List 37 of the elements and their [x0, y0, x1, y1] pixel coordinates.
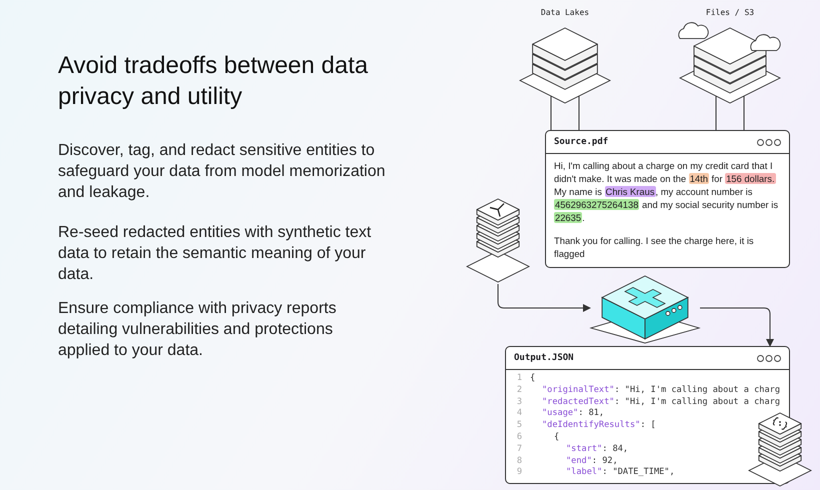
file-name: Source.pdf: [554, 137, 608, 147]
code-line: "usage": 81,: [541, 408, 604, 420]
line-number: 5: [516, 420, 522, 432]
code-line: {: [553, 432, 560, 444]
file-name: Output.JSON: [514, 353, 574, 363]
document-window: [545, 130, 790, 268]
redaction-engine-drawing: [589, 276, 701, 344]
braces-stack-icon: [748, 412, 812, 486]
connector-line: [550, 95, 552, 130]
description-text: Ensure compliance with privacy reports detailing vulnerabilities and protections applied to your data.: [58, 299, 338, 361]
line-number: 4: [516, 408, 522, 420]
stack-label: Files / S3: [704, 8, 756, 17]
code-line: "end": 92,: [565, 456, 618, 467]
branching-stack-icon: [466, 198, 530, 282]
line-number: 8: [516, 456, 522, 468]
transcript-text: Thank you for calling. I see the charge here, it is flagged: [554, 234, 755, 260]
code-line: {: [530, 373, 536, 385]
stack-label: Data Lakes: [540, 8, 590, 17]
code-window: [505, 346, 790, 484]
code-line: "label": "DATE_TIME",: [565, 467, 675, 480]
arrow: [700, 308, 774, 347]
heading: Avoid tradeoffs between data privacy and utility: [58, 51, 370, 112]
line-number: 2: [516, 384, 522, 397]
line-number: 3: [516, 396, 522, 408]
arrow: [498, 284, 591, 312]
code-line: "start": 84,: [565, 444, 628, 456]
code-line: "redactedText": "Hi, I'm calling about a charg: [541, 396, 780, 408]
connector-line: [578, 95, 580, 130]
description-text: Discover, tag, and redact sensitive entities to safeguard your data from model memorization and leakage.: [58, 141, 386, 203]
code-line: "deIdentifyResults": [: [541, 420, 656, 432]
code-line: "originalText": "Hi, I'm calling about a charg: [541, 384, 780, 397]
line-number: 1: [516, 373, 522, 385]
line-number: 9: [516, 467, 522, 480]
description-text: Re-seed redacted entities with synthetic text data to retain the semantic meaning of your data.: [58, 223, 372, 285]
transcript-text: Hi, I'm calling about a charge on my credit card that I didn't make. It was made on the 14th for 156 dollars. My name is Chris Kraus, my account number is 4562963275264138 and my social security number is 22635.: [554, 159, 780, 224]
line-number: 6: [516, 432, 522, 444]
line-number: 7: [516, 444, 522, 456]
